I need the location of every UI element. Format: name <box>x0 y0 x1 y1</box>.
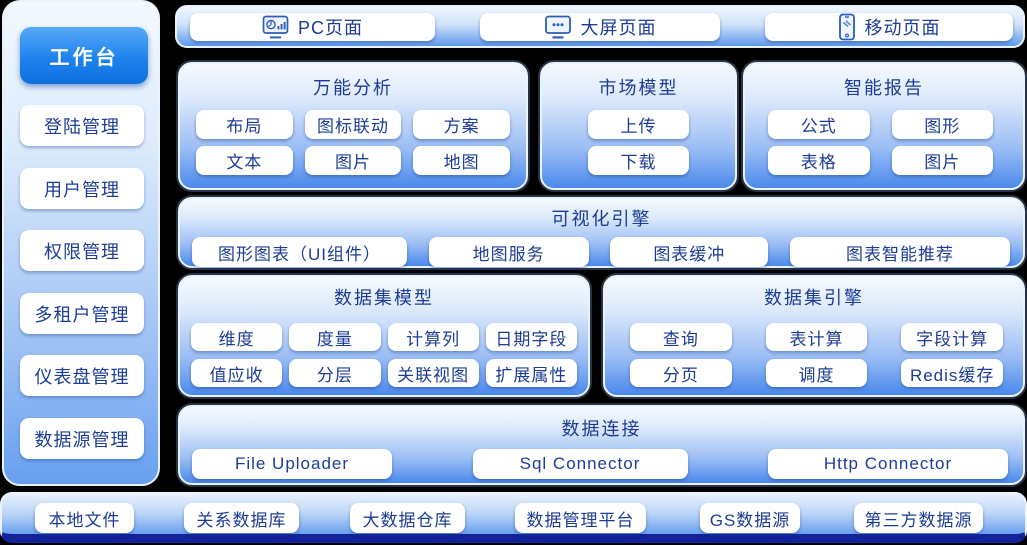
panel-dataset-model: 数据集模型 维度 度量 计算列 日期字段 值应收 分层 关联视图 扩展属性 <box>178 275 590 397</box>
block-extended-attr[interactable]: 扩展属性 <box>485 359 577 387</box>
block-chart-smart-recommend[interactable]: 图表智能推荐 <box>789 237 1010 267</box>
block-local-file[interactable]: 本地文件 <box>35 503 134 533</box>
panel-smart-report: 智能报告 公式 图形 表格 图片 <box>743 62 1025 190</box>
block-table[interactable]: 表格 <box>768 146 870 175</box>
block-chart-buffer[interactable]: 图表缓冲 <box>610 237 769 267</box>
block-third-party-datasource[interactable]: 第三方数据源 <box>854 503 983 533</box>
block-graphic[interactable]: 图形 <box>891 110 993 139</box>
panel-market-model: 市场模型 上传 下载 <box>540 62 737 190</box>
visual-engine-title: 可视化引擎 <box>551 209 652 229</box>
panel-dataset-engine: 数据集引擎 查询 表计算 字段计算 分页 调度 Redis缓存 <box>603 275 1025 397</box>
block-hierarchy[interactable]: 分层 <box>289 359 381 387</box>
block-scheme[interactable]: 方案 <box>413 110 511 139</box>
pc-monitor-chart-icon <box>262 15 289 38</box>
panel-data-connect: 数据连接 File Uploader Sql Connector Http Co… <box>178 405 1025 485</box>
block-table-calc[interactable]: 表计算 <box>765 323 868 351</box>
sidebar-item-datasource-mgmt[interactable]: 数据源管理 <box>20 418 144 459</box>
block-dimension[interactable]: 维度 <box>191 323 283 351</box>
universal-analysis-title: 万能分析 <box>313 78 393 98</box>
sidebar-item-workbench[interactable]: 工作台 <box>20 27 148 84</box>
pc-page-label: PC页面 <box>297 17 363 38</box>
block-relational-db[interactable]: 关系数据库 <box>184 503 299 533</box>
block-query[interactable]: 查询 <box>630 323 732 351</box>
sidebar-item-permission-mgmt[interactable]: 权限管理 <box>20 230 144 271</box>
block-text[interactable]: 文本 <box>196 146 293 175</box>
sidebar-item-dashboard-mgmt[interactable]: 仪表盘管理 <box>20 355 144 396</box>
block-calc-column[interactable]: 计算列 <box>387 323 479 351</box>
block-http-connector[interactable]: Http Connector <box>768 449 1008 479</box>
market-model-title: 市场模型 <box>598 78 679 98</box>
sidebar-item-tenant-mgmt[interactable]: 多租户管理 <box>20 293 144 334</box>
block-map-service[interactable]: 地图服务 <box>428 237 589 267</box>
block-file-uploader[interactable]: File Uploader <box>192 449 392 479</box>
block-field-calc[interactable]: 字段计算 <box>901 323 1004 351</box>
big-screen-page-label: 大屏页面 <box>580 17 657 38</box>
block-sql-connector[interactable]: Sql Connector <box>472 449 688 479</box>
block-value-receivable[interactable]: 值应收 <box>191 359 283 387</box>
panel-visual-engine: 可视化引擎 图形图表（UI组件） 地图服务 图表缓冲 图表智能推荐 <box>178 197 1025 268</box>
dataset-engine-title: 数据集引擎 <box>764 288 864 308</box>
block-map[interactable]: 地图 <box>413 146 511 175</box>
block-measure[interactable]: 度量 <box>289 323 381 351</box>
dataset-model-title: 数据集模型 <box>334 288 434 308</box>
sidebar: 工作台 登陆管理 用户管理 权限管理 多租户管理 仪表盘管理 数据源管理 <box>2 0 160 486</box>
block-layout[interactable]: 布局 <box>196 110 293 139</box>
panel-universal-analysis: 万能分析 布局 图标联动 方案 文本 图片 地图 <box>178 62 528 190</box>
block-download[interactable]: 下载 <box>588 146 689 175</box>
block-chart-linkage[interactable]: 图标联动 <box>304 110 402 139</box>
block-ui-charts[interactable]: 图形图表（UI组件） <box>192 237 407 267</box>
data-source-bar: 本地文件 关系数据库 大数据仓库 数据管理平台 GS数据源 第三方数据源 <box>0 492 1027 543</box>
mobile-phone-icon <box>838 13 855 40</box>
block-pagination[interactable]: 分页 <box>630 359 732 387</box>
block-formula[interactable]: 公式 <box>768 110 870 139</box>
sidebar-item-user-mgmt[interactable]: 用户管理 <box>20 168 144 209</box>
page-type-bar: PC页面 大屏页面 移动页面 <box>175 5 1025 48</box>
block-image[interactable]: 图片 <box>304 146 402 175</box>
block-date-field[interactable]: 日期字段 <box>485 323 577 351</box>
block-upload[interactable]: 上传 <box>588 110 689 139</box>
block-picture[interactable]: 图片 <box>891 146 993 175</box>
block-scheduling[interactable]: 调度 <box>765 359 868 387</box>
big-screen-page-button[interactable]: 大屏页面 <box>480 12 720 41</box>
pc-page-button[interactable]: PC页面 <box>190 12 435 41</box>
block-redis-cache[interactable]: Redis缓存 <box>901 359 1004 387</box>
block-gs-datasource[interactable]: GS数据源 <box>700 503 800 533</box>
block-linked-view[interactable]: 关联视图 <box>387 359 479 387</box>
block-big-data-warehouse[interactable]: 大数据仓库 <box>350 503 465 533</box>
data-connect-title: 数据连接 <box>561 419 642 439</box>
mobile-page-label: 移动页面 <box>864 17 941 38</box>
sidebar-item-login-mgmt[interactable]: 登陆管理 <box>20 105 144 146</box>
screen-ellipsis-icon <box>544 15 571 38</box>
block-data-mgmt-platform[interactable]: 数据管理平台 <box>515 503 646 533</box>
smart-report-title: 智能报告 <box>844 78 924 98</box>
mobile-page-button[interactable]: 移动页面 <box>765 12 1013 41</box>
